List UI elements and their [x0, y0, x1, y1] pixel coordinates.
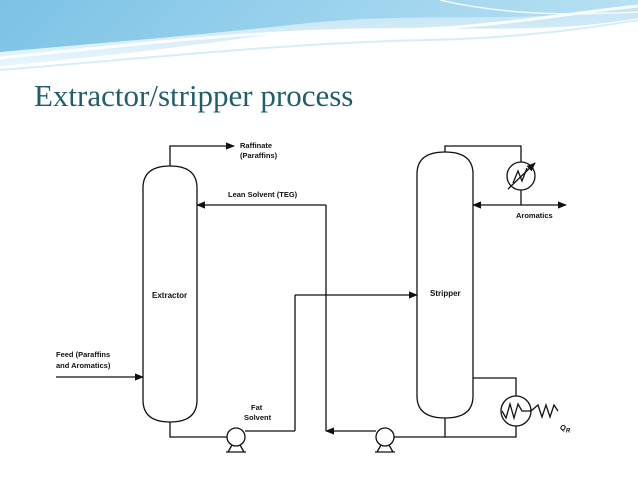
pump-1 — [226, 427, 246, 453]
condenser-exchanger — [506, 161, 536, 191]
header-wave-banner — [0, 0, 638, 78]
feed-label: Feed (Paraffins — [56, 350, 110, 359]
overhead-vapor-line — [444, 145, 522, 162]
extractor-label: Extractor — [152, 291, 187, 300]
heat-duty-symbol: Q — [560, 423, 566, 432]
reboiler-return-line — [445, 426, 517, 438]
raffinate-label: Raffinate — [240, 141, 272, 150]
stripper-bottom-line — [394, 418, 446, 438]
extractor-bottom-line — [169, 422, 227, 438]
reboiler-exchanger — [500, 395, 532, 427]
fat-solvent-sublabel: Solvent — [244, 413, 272, 422]
heat-duty-subscript: R — [566, 429, 571, 435]
stripper-label: Stripper — [430, 289, 461, 298]
heat-duty-label: QR — [560, 423, 571, 435]
extractor-column — [142, 165, 198, 423]
condensate-return-line — [472, 190, 522, 209]
stripper-column — [416, 151, 474, 419]
feed-sublabel: and Aromatics) — [56, 361, 111, 370]
reboiler-draw-line — [473, 377, 517, 396]
raffinate-sublabel: (Paraffins) — [240, 151, 278, 160]
raffinate-line — [169, 142, 235, 166]
fat-solvent-label: Fat — [251, 403, 263, 412]
slide-title: Extractor/stripper process — [34, 78, 354, 113]
pump-2 — [375, 427, 395, 453]
aromatics-label: Aromatics — [516, 211, 553, 220]
heat-input-zigzag — [530, 402, 559, 420]
lean-solvent-label: Lean Solvent (TEG) — [228, 190, 298, 199]
